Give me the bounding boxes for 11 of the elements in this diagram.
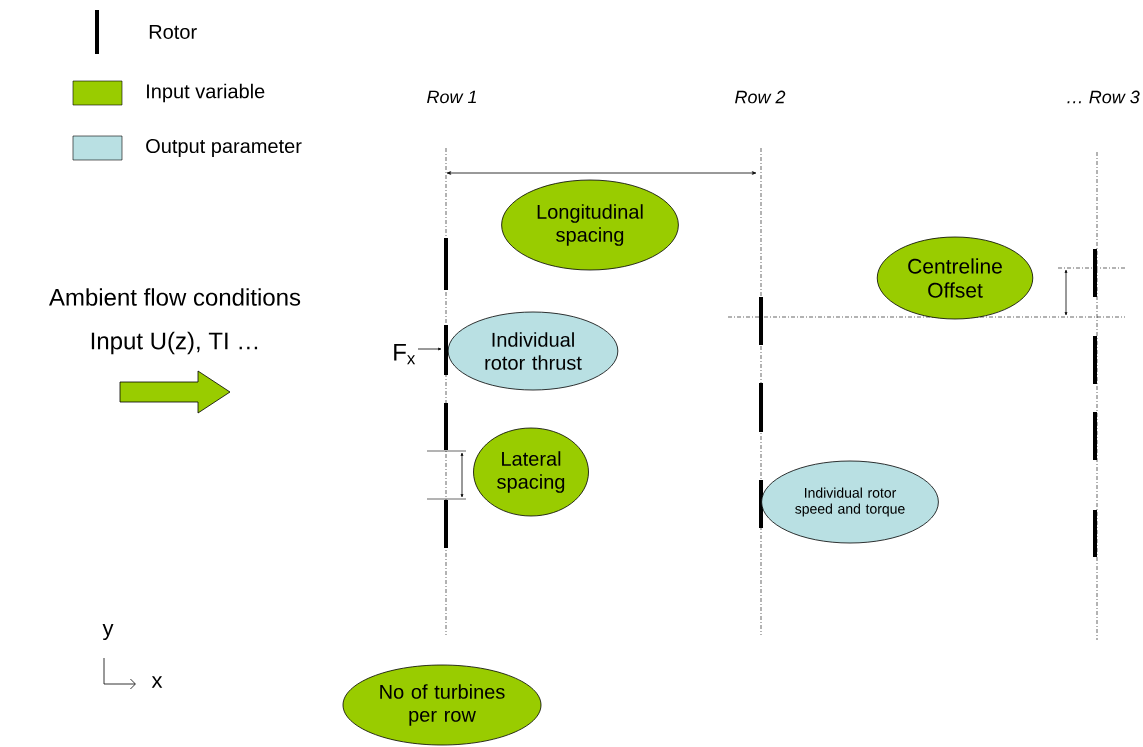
axis-label: x <box>151 676 163 688</box>
axis-label: y <box>102 623 114 641</box>
row-label: Row 1 <box>427 90 476 104</box>
legend-label: Rotor <box>149 25 197 39</box>
row-label: … Row 3 <box>1067 90 1140 104</box>
legend-label: Input variable <box>147 83 265 103</box>
flow-label: Input U(z), TI … <box>91 331 258 355</box>
legend-label: Output parameter <box>146 138 302 158</box>
row-label: Row 2 <box>735 90 786 104</box>
flow-label: Ambient flow conditions <box>49 288 301 306</box>
force-label: F$_{x}$ <box>394 343 416 365</box>
